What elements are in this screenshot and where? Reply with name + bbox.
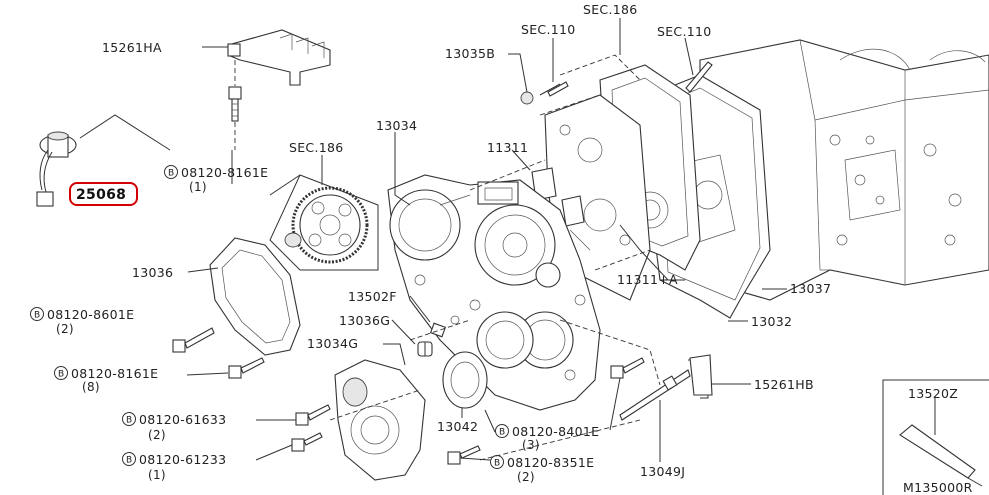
label-sec110-left: SEC.110 <box>521 22 576 37</box>
label-11311: 11311 <box>487 140 528 155</box>
label-13037: 13037 <box>790 281 831 296</box>
assembly-dashed-lines <box>329 54 661 461</box>
label-13502f: 13502F <box>348 289 397 304</box>
bolt-qty-2: (2) <box>56 322 74 336</box>
bolt-code-5: 08120-61233 <box>139 452 226 467</box>
bolt-code-4: 08120-61633 <box>139 412 226 427</box>
label-13042: 13042 <box>437 419 478 434</box>
bolt-callout-7: B 08120-8351E (2) <box>490 455 594 484</box>
label-m135000r: M135000R <box>903 480 973 495</box>
highlighted-part-25068: 25068 <box>69 182 138 206</box>
bolt-sec110-illustration <box>685 61 713 93</box>
gasket-13036-illustration <box>209 237 301 356</box>
bolt-callout-5: B 08120-61233 (1) <box>122 452 226 482</box>
bolt-code-6: 08120-8401E <box>512 424 599 439</box>
bracket-bolt-illustration <box>228 60 242 150</box>
bolt-qty-5: (1) <box>148 468 166 482</box>
circled-b-symbol: B <box>126 416 132 426</box>
label-13036: 13036 <box>132 265 173 280</box>
circled-b-symbol: B <box>499 428 505 438</box>
label-15261hb: 15261HB <box>754 377 814 392</box>
circled-b-symbol: B <box>168 169 174 179</box>
bolt-callout-6: B 08120-8401E (3) <box>495 424 599 452</box>
circled-b-symbol: B <box>494 459 500 469</box>
label-15261ha: 15261HA <box>102 40 162 55</box>
bolt-callout-1: B 08120-8161E (1) <box>164 165 268 194</box>
label-13034g: 13034G <box>307 336 358 351</box>
bolt-qty-7: (2) <box>517 470 535 484</box>
bolt-qty-6: (3) <box>522 438 540 452</box>
bolt-code-7: 08120-8351E <box>507 455 594 470</box>
bolt-code-3: 08120-8161E <box>71 366 158 381</box>
label-25068: 25068 <box>76 187 126 203</box>
gasket-11311-illustration <box>531 167 585 227</box>
circled-b-symbol: B <box>58 370 64 380</box>
bolt-13049j-illustration <box>619 354 713 421</box>
bolt-code-2: 08120-8601E <box>47 307 134 322</box>
bolt-callout-2: B 08120-8601E (2) <box>30 307 134 336</box>
bolt-code-1: 08120-8161E <box>181 165 268 180</box>
sensor-25068-illustration <box>36 114 171 207</box>
bolts-left-illustration <box>172 327 645 465</box>
bolt-qty-4: (2) <box>148 428 166 442</box>
circled-b-symbol: B <box>34 311 40 321</box>
label-sec186-gear: SEC.186 <box>289 140 344 155</box>
label-sec186-top: SEC.186 <box>583 2 638 17</box>
inset-box-13520z <box>882 379 989 495</box>
bolt-callout-4: B 08120-61633 (2) <box>122 412 226 442</box>
bolt-callout-3: B 08120-8161E (8) <box>54 366 158 394</box>
oil-seal-13042-illustration <box>442 351 488 409</box>
bolt-qty-1: (1) <box>189 180 207 194</box>
circled-b-symbol: B <box>126 456 132 466</box>
label-13034: 13034 <box>376 118 417 133</box>
label-11311a: 11311+A <box>617 272 678 287</box>
bolt-13035b-illustration <box>520 81 569 105</box>
front-cover-13034-illustration <box>387 174 601 411</box>
label-13520z: 13520Z <box>908 386 958 401</box>
label-sec110-right: SEC.110 <box>657 24 712 39</box>
cam-gear-illustration <box>269 174 379 271</box>
label-13032: 13032 <box>751 314 792 329</box>
dowel-pins-illustration <box>417 322 447 357</box>
bolt-qty-3: (8) <box>82 380 100 394</box>
label-13049j: 13049J <box>640 464 685 479</box>
label-13035b: 13035B <box>445 46 495 61</box>
bracket-15261ha-illustration <box>227 29 331 86</box>
leader-lines <box>186 18 936 462</box>
lower-cover-13034g-illustration <box>334 359 426 481</box>
label-13036g: 13036G <box>339 313 390 328</box>
